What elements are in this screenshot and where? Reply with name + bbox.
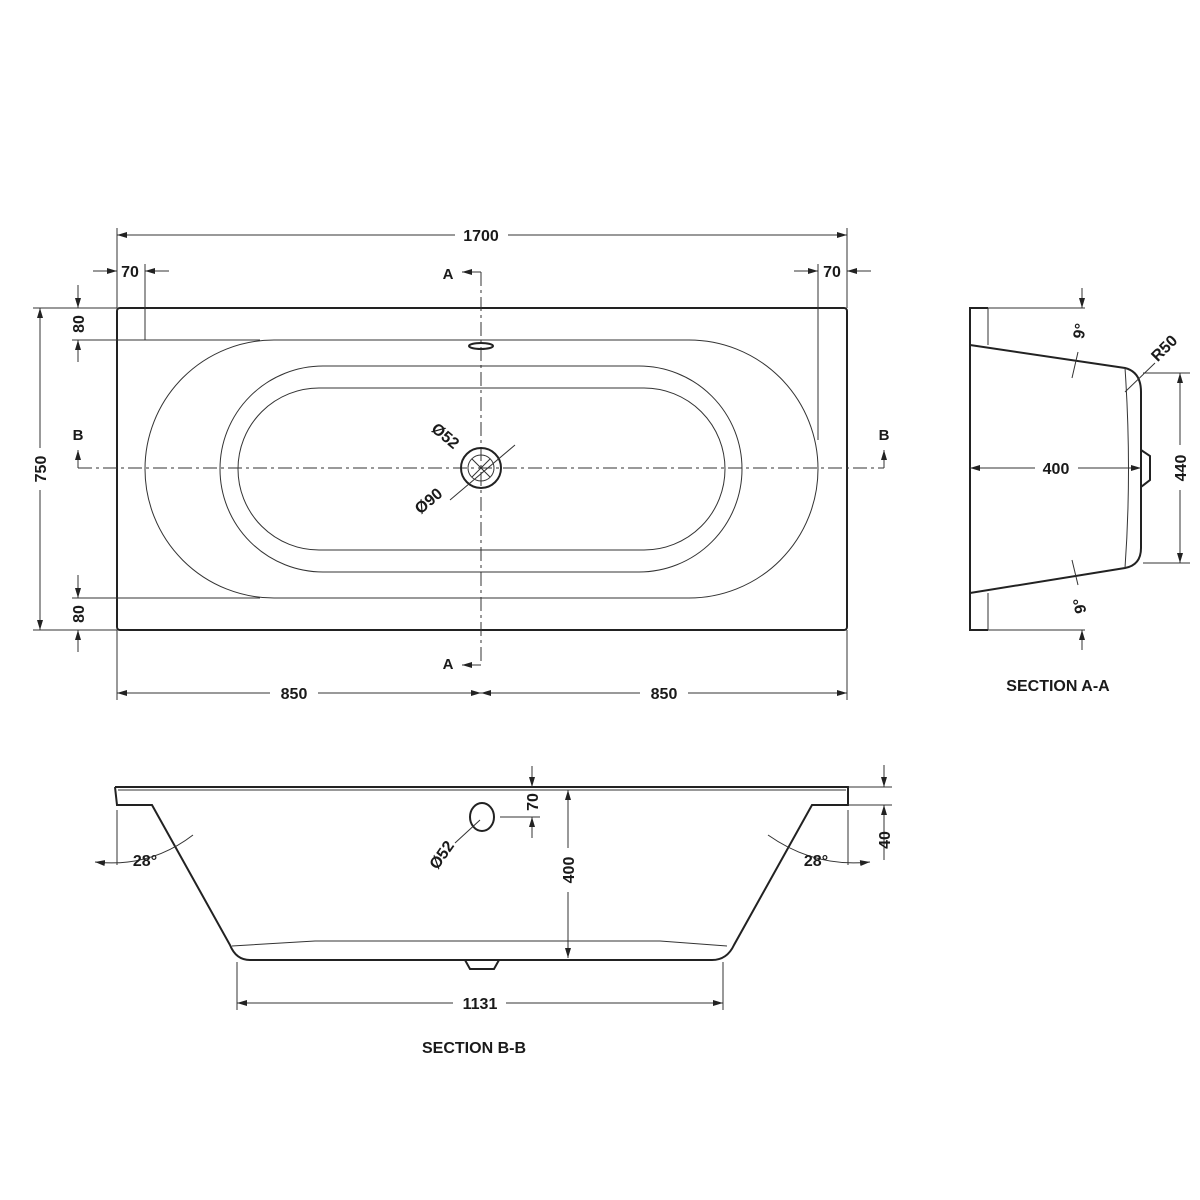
dim-overflow-offset: 70 [525,793,542,811]
dim-rim-bottom: 80 [71,605,88,623]
section-b-marker-right: B [879,427,890,444]
dim-floor-width: 440 [1173,455,1190,482]
dim-half-right: 850 [651,686,678,703]
dim-overall-width: 750 [33,456,50,483]
waste-nub [1140,449,1151,488]
dim-overall-length: 1700 [463,228,499,245]
dim-depth: 400 [561,857,578,884]
dim-rim-top: 80 [71,315,88,333]
rim-profile [969,307,988,631]
dim-depth: 400 [1043,461,1070,478]
angle-top: 9° [1071,322,1090,340]
dim-rim-right: 70 [823,264,841,281]
overflow-hole [469,802,495,832]
radius-label: R50 [1148,332,1181,365]
section-a-marker-top: A [443,266,454,283]
waste-leader [449,444,516,501]
floor-line [231,940,728,947]
angle-left: 28° [133,853,157,870]
section-a-marker-bottom: A [443,656,454,673]
section-b-b-title: SECTION B-B [422,1040,526,1057]
dim-floor-length: 1131 [463,996,498,1013]
section-b-marker-left: B [73,427,84,444]
section-a-a-title: SECTION A-A [1006,678,1110,695]
bath-profile [114,786,849,961]
label-waste-small: Ø52 [428,420,462,453]
waste-grate-icon [471,458,491,478]
waste-nub [464,959,500,970]
label-waste-large: Ø90 [412,485,446,518]
section-b-b: Ø52 70 400 40 28° 28° 1131 SECTION B-B [94,765,894,1057]
section-a-a: 9° 9° R50 400 440 SECTION A-A [969,288,1190,695]
dim-rim-height: 40 [877,831,894,849]
plan-view: 1700 70 70 750 80 80 850 850 A A B B Ø52… [33,228,890,703]
waste-inner [467,454,495,482]
angle-bottom: 9° [1071,597,1090,615]
waste-outer [460,447,502,489]
dim-rim-left: 70 [121,264,139,281]
dim-half-left: 850 [281,686,308,703]
bath-outline [116,307,848,631]
basin-profile [969,344,1142,594]
overflow-diameter: Ø52 [427,838,458,873]
angle-right: 28° [804,853,828,870]
overflow-slot [468,342,494,350]
